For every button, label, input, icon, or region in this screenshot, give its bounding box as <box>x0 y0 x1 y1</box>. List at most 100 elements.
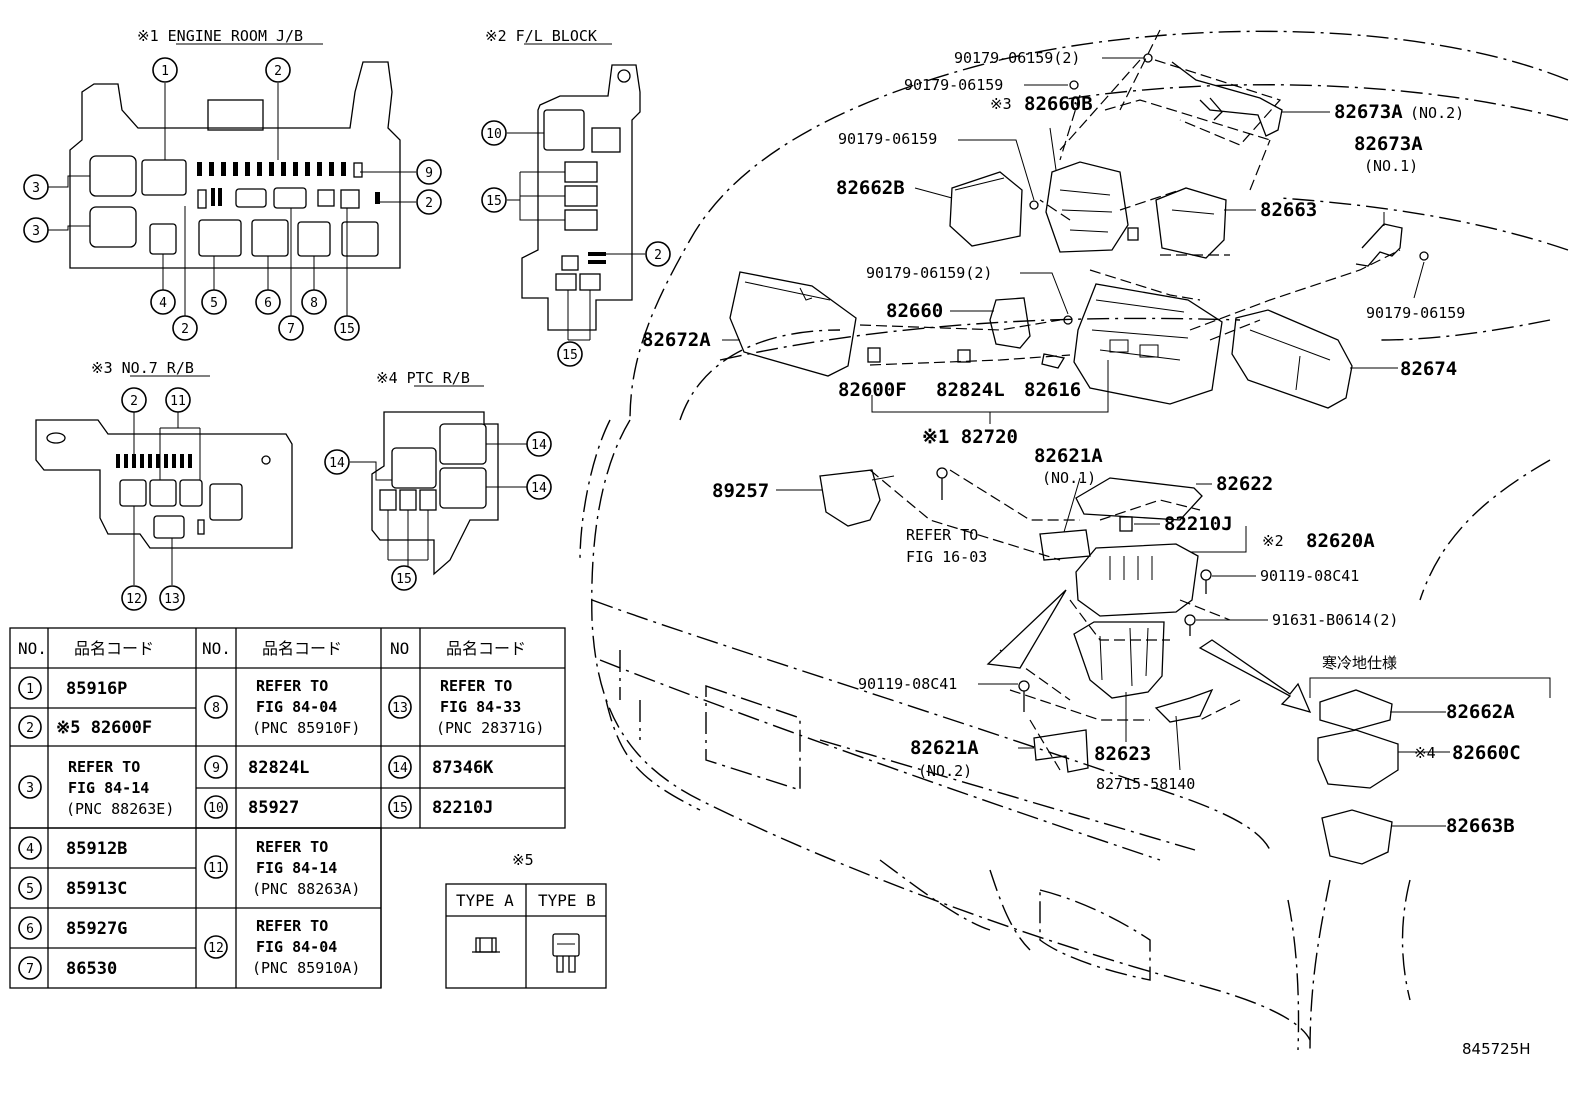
callout-15: 15 <box>391 565 417 591</box>
table-header-code: 品名コード <box>446 639 526 658</box>
svg-text:5: 5 <box>26 882 34 897</box>
part-label-82600f: 82600F <box>838 379 907 401</box>
svg-text:12: 12 <box>208 941 224 956</box>
svg-text:85916P: 85916P <box>66 679 127 699</box>
svg-text:(PNC 88263A): (PNC 88263A) <box>252 880 360 898</box>
fuse-strip <box>197 162 380 206</box>
svg-text:15: 15 <box>562 348 578 363</box>
callout-3: 3 <box>23 174 49 200</box>
fuse-type-b-icon <box>552 933 580 973</box>
svg-text:(PNC 85910A): (PNC 85910A) <box>252 959 360 977</box>
section-title-engine-room-jb: ※1 ENGINE ROOM J/B <box>137 27 303 45</box>
svg-text:FIG 84-04: FIG 84-04 <box>256 938 337 956</box>
svg-text:(PNC 85910F): (PNC 85910F) <box>252 719 360 737</box>
part-label-no1: (NO.1) <box>1042 469 1096 487</box>
fuse-82600f <box>867 347 881 363</box>
part-label-no2: (NO.2) <box>918 762 972 780</box>
callout-3: 3 <box>23 217 49 243</box>
callout-14: 14 <box>324 449 350 475</box>
svg-text:14: 14 <box>329 456 345 471</box>
no7-fuse-strip <box>116 454 192 468</box>
bracket-82673a-no1 <box>1355 223 1403 267</box>
callout-13: 13 <box>159 585 185 611</box>
svg-text:11: 11 <box>170 394 186 409</box>
table-header-no: NO. <box>18 639 47 658</box>
callout-1: 1 <box>152 57 178 83</box>
plate-82621a-no2 <box>1033 729 1089 773</box>
svg-text:85912B: 85912B <box>66 839 127 859</box>
part-label-90179-06159-2: 90179-06159(2) <box>866 264 992 282</box>
fl-block-82620a <box>1075 543 1199 617</box>
part-label-90119-08c41: 90119-08C41 <box>1260 567 1359 585</box>
table-row: 12 REFER TO FIG 84-04 (PNC 85910A) <box>204 917 360 977</box>
svg-text:REFER TO: REFER TO <box>256 838 328 856</box>
screw-icon <box>1184 614 1196 636</box>
svg-text:15: 15 <box>392 801 408 816</box>
ptc-rb-inset: ※4 PTC R/B 14 14 14 15 <box>324 369 552 591</box>
table-header-code: 品名コード <box>262 639 342 658</box>
callout-4: 4 <box>150 289 176 315</box>
svg-text:1: 1 <box>161 64 169 79</box>
type-b-label: TYPE B <box>538 891 596 910</box>
part-label-90119-08c41: 90119-08C41 <box>858 675 957 693</box>
svg-text:3: 3 <box>32 181 40 196</box>
table-header-no: NO <box>390 639 409 658</box>
callout-2: 2 <box>265 57 291 83</box>
cover-82663 <box>1155 187 1227 259</box>
case-82623 <box>1073 621 1165 699</box>
part-label-90179-06159: 90179-06159 <box>838 130 937 148</box>
clip-82616 <box>1041 353 1066 369</box>
svg-text:8: 8 <box>212 701 220 716</box>
table-row: 4 85912B <box>18 836 127 860</box>
svg-text:82824L: 82824L <box>248 758 309 778</box>
callout-15: 15 <box>334 315 360 341</box>
svg-text:86530: 86530 <box>66 959 117 979</box>
svg-text:5: 5 <box>210 296 218 311</box>
part-label-no2: (NO.2) <box>1410 104 1464 122</box>
callout-12: 12 <box>121 585 147 611</box>
callout-8: 8 <box>301 289 327 315</box>
fuse-type-table: ※5 TYPE A TYPE B <box>445 851 607 989</box>
section-title-type: ※5 <box>512 851 534 869</box>
cold-climate-spec-label: 寒冷地仕様 <box>1322 654 1397 672</box>
engine-room-jb <box>1073 283 1223 405</box>
svg-text:6: 6 <box>264 296 272 311</box>
svg-text:9: 9 <box>212 761 220 776</box>
svg-text:2: 2 <box>425 196 433 211</box>
callout-9: 9 <box>416 159 442 185</box>
svg-text:8: 8 <box>310 296 318 311</box>
svg-text:3: 3 <box>32 224 40 239</box>
part-label-82824l: 82824L <box>936 379 1005 401</box>
part-label-82210j: 82210J <box>1164 513 1233 535</box>
svg-text:10: 10 <box>486 127 502 142</box>
callout-2: 2 <box>645 241 671 267</box>
part-label-82672a: 82672A <box>642 329 711 351</box>
svg-text:4: 4 <box>26 842 34 857</box>
svg-text:6: 6 <box>26 922 34 937</box>
svg-text:15: 15 <box>396 572 412 587</box>
part-label-82660c: 82660C <box>1452 742 1521 764</box>
svg-text:12: 12 <box>126 592 142 607</box>
svg-text:87346K: 87346K <box>432 758 494 778</box>
part-label-82621a-no2: 82621A <box>910 737 979 759</box>
fuse-82824l <box>957 349 971 363</box>
svg-text:7: 7 <box>287 322 295 337</box>
part-label-prefix: ※2 <box>1262 532 1284 550</box>
vehicle-body-outline <box>579 30 1569 1051</box>
svg-text:4: 4 <box>159 296 167 311</box>
callout-15: 15 <box>481 187 507 213</box>
callout-15: 15 <box>557 341 583 367</box>
junction-block-82660b <box>1045 161 1139 253</box>
screw-icon <box>1200 569 1212 594</box>
callout-5: 5 <box>201 289 227 315</box>
part-label-no1: (NO.1) <box>1364 157 1418 175</box>
part-label-prefix: ※4 <box>1414 744 1436 762</box>
bolt-icon <box>1419 251 1429 261</box>
case-82663b <box>1321 809 1393 865</box>
svg-text:※5 82600F: ※5 82600F <box>56 718 152 738</box>
